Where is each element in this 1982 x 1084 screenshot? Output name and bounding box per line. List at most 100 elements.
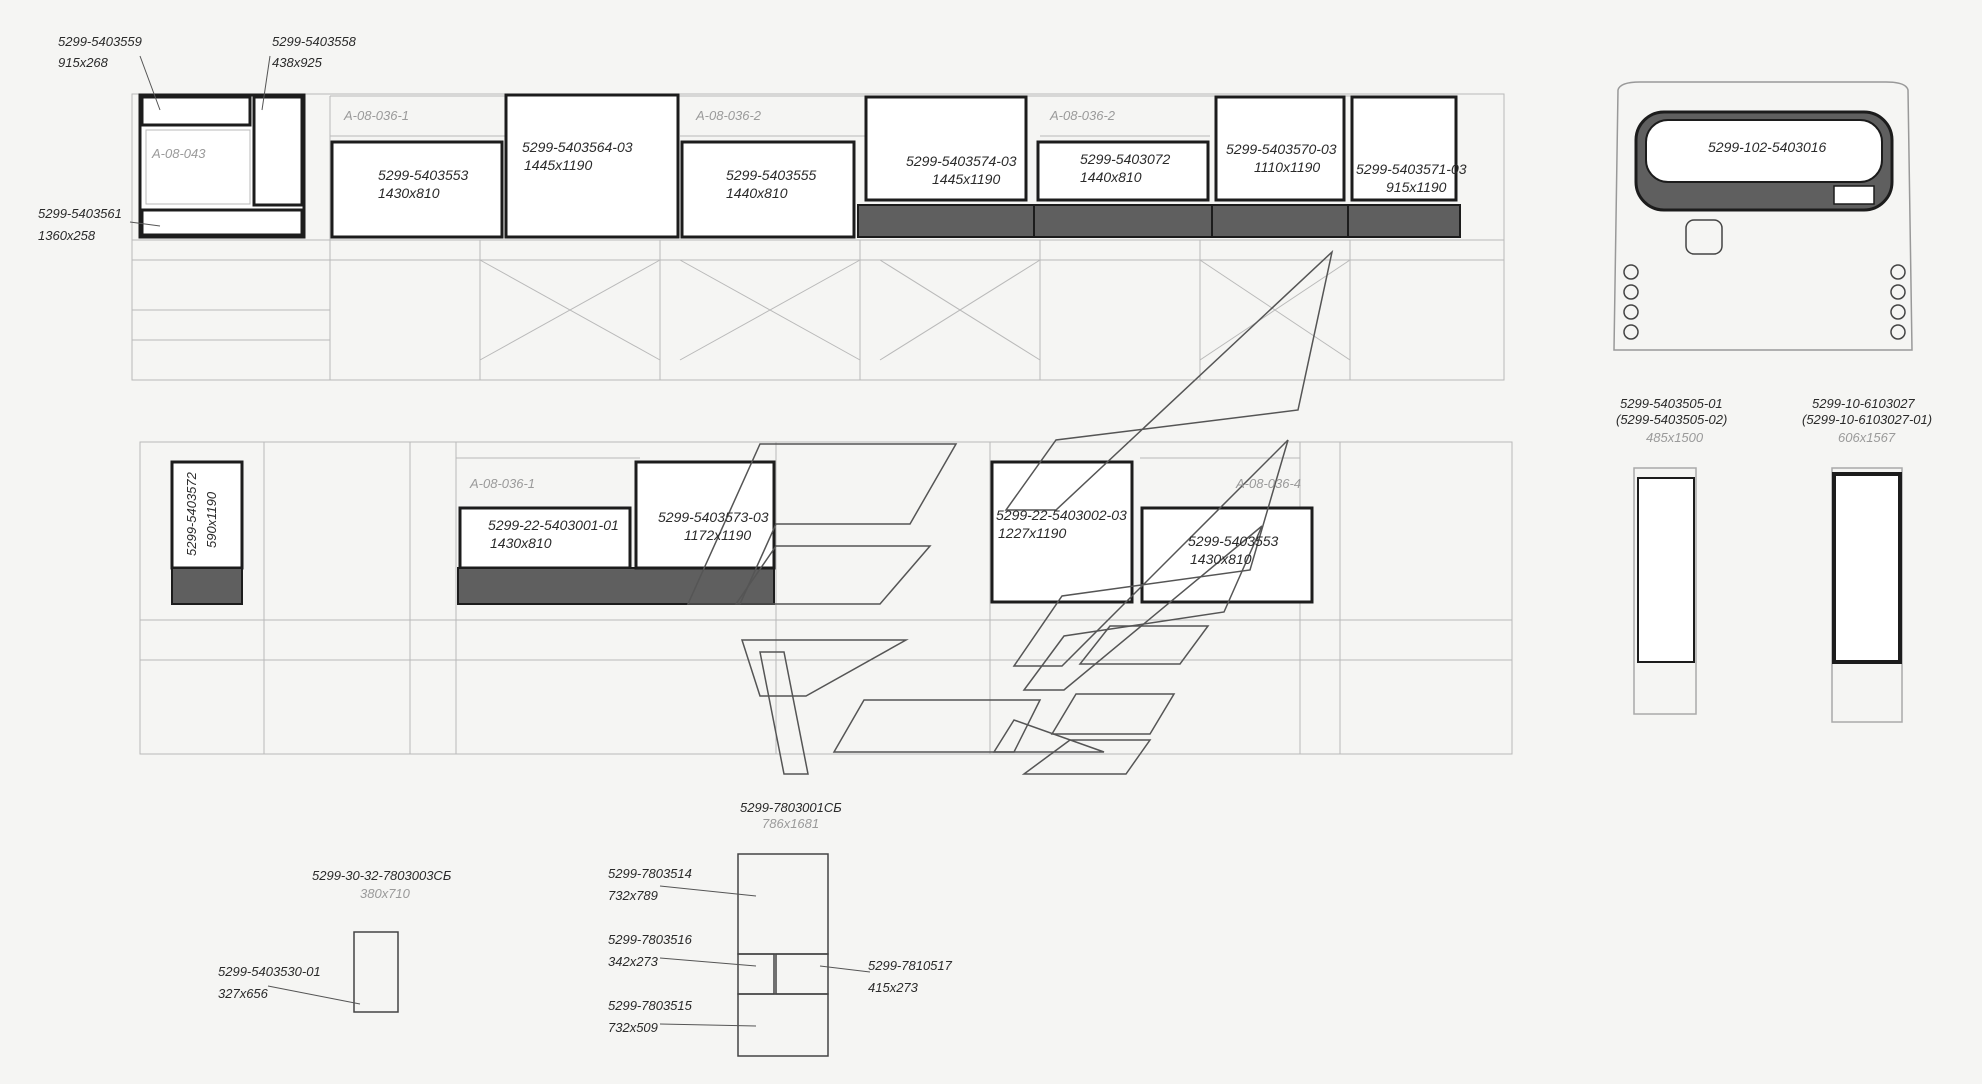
watermark-logo xyxy=(686,249,1334,775)
leader-line xyxy=(659,1023,757,1027)
leader-line xyxy=(267,985,361,1005)
label-5403564-code: 5299-5403564-03 xyxy=(522,139,633,155)
label-5403573-size: 1172x1190 xyxy=(684,527,751,543)
door-5403505-frame xyxy=(1633,467,1697,715)
label-door-6103027-code: 5299-10-6103027 xyxy=(1812,396,1915,411)
rear-view xyxy=(1613,81,1913,351)
label-a080364-bottom: А-08-036-4 xyxy=(1235,476,1301,491)
label-a080361-top: А-08-036-1 xyxy=(343,108,409,123)
label-7810517-code: 5299-7810517 xyxy=(868,958,953,973)
label-rear-5403016: 5299-102-5403016 xyxy=(1708,139,1827,155)
window-5403561 xyxy=(140,208,304,237)
label-7803515-code: 5299-7803515 xyxy=(608,998,693,1013)
label-5403564-size: 1445x1190 xyxy=(524,157,592,173)
rear-light-icon xyxy=(1890,284,1906,300)
window-5403570-lower xyxy=(1211,204,1349,238)
label-5403561-code: 5299-5403561 xyxy=(38,206,122,221)
door-window-5403505 xyxy=(1637,477,1695,663)
rear-light-icon xyxy=(1623,264,1639,280)
label-5403574-size: 1445x1190 xyxy=(932,171,1000,187)
window-5403572 xyxy=(170,460,244,570)
rear-light-icon xyxy=(1623,324,1639,340)
label-7803516-code: 5299-7803516 xyxy=(608,932,693,947)
window-5403571-lower xyxy=(1347,204,1461,238)
door-window-6103027 xyxy=(1832,472,1902,664)
label-door-6103027-size: 606x1567 xyxy=(1838,430,1896,445)
label-door-6103027-alt: (5299-10-6103027-01) xyxy=(1802,412,1932,427)
label-5403530-code: 5299-5403530-01 xyxy=(218,964,321,979)
window-7810517 xyxy=(775,953,829,995)
label-5403558-code: 5299-5403558 xyxy=(272,34,357,49)
window-5403570-03 xyxy=(1214,95,1346,202)
leader-line xyxy=(139,55,161,111)
label-door-5403505-size: 485x1500 xyxy=(1646,430,1704,445)
bottom-lower-panel-1 xyxy=(457,567,775,605)
window-5403574-03 xyxy=(864,95,1028,202)
label-5403573-code: 5299-5403573-03 xyxy=(658,509,769,525)
leader-line xyxy=(261,55,271,111)
label-5403553b-size: 1430x810 xyxy=(1190,551,1252,567)
label-a080362-top1: А-08-036-2 xyxy=(695,108,762,123)
window-5403530-01 xyxy=(353,931,399,1013)
window-5403558 xyxy=(252,95,304,207)
label-5403570-code: 5299-5403570-03 xyxy=(1226,141,1337,157)
label-door-5403505-code: 5299-5403505-01 xyxy=(1620,396,1723,411)
window-5403555 xyxy=(680,140,856,239)
label-5403558-size: 438x925 xyxy=(272,55,323,70)
label-7810517-size: 415x273 xyxy=(868,980,919,995)
rear-window-5403016 xyxy=(1645,119,1883,183)
label-5403530-size: 327x656 xyxy=(218,986,269,1001)
label-5403571-size: 915x1190 xyxy=(1386,179,1447,195)
window-5403559 xyxy=(140,95,252,127)
window-5403072 xyxy=(1036,140,1210,202)
label-5403553-size: 1430x810 xyxy=(378,185,440,201)
label-5403559-size: 915x268 xyxy=(58,55,109,70)
rear-light-icon xyxy=(1890,264,1906,280)
window-5403573-03 xyxy=(634,460,776,570)
window-7803514 xyxy=(737,853,829,955)
window-5403574-lower xyxy=(857,204,1035,238)
label-5403072-size: 1440x810 xyxy=(1080,169,1142,185)
window-5403571-03 xyxy=(1350,95,1458,202)
leader-line xyxy=(819,965,871,973)
window-7803516 xyxy=(737,953,775,995)
rear-hatch xyxy=(1685,219,1723,255)
window-5403564-03 xyxy=(504,93,680,239)
label-5403553b-code: 5299-5403553 xyxy=(1188,533,1279,549)
window-5403072-lower xyxy=(1033,204,1213,238)
label-5403572-size: 590x1190 xyxy=(204,491,219,548)
window-5403002-03 xyxy=(990,460,1134,604)
panel-a08043 xyxy=(145,129,251,205)
leader-line xyxy=(659,957,757,967)
window-5403001-01 xyxy=(458,506,632,570)
label-5403002-code: 5299-22-5403002-03 xyxy=(996,507,1127,523)
label-5403574-code: 5299-5403574-03 xyxy=(906,153,1017,169)
label-door-5403505-alt: (5299-5403505-02) xyxy=(1616,412,1727,427)
label-7803516-size: 342x273 xyxy=(608,954,659,969)
label-7803001-size: 786x1681 xyxy=(762,816,819,831)
rear-light-icon xyxy=(1623,284,1639,300)
label-7803514-code: 5299-7803514 xyxy=(608,866,692,881)
label-5403559-code: 5299-5403559 xyxy=(58,34,142,49)
label-7803515-size: 732x509 xyxy=(608,1020,658,1035)
window-5403553 xyxy=(330,140,504,239)
leader-line xyxy=(659,885,757,897)
bottom-side-frame xyxy=(139,441,1513,755)
label-5403561-size: 1360x258 xyxy=(38,228,96,243)
label-7803514-size: 732x789 xyxy=(608,888,658,903)
rear-light-icon xyxy=(1890,304,1906,320)
rear-light-icon xyxy=(1890,324,1906,340)
label-a080362-top2: А-08-036-2 xyxy=(1049,108,1116,123)
label-5403572-code: 5299-5403572 xyxy=(184,471,199,556)
label-7803003-code: 5299-30-32-7803003СБ xyxy=(312,868,452,883)
label-5403555-code: 5299-5403555 xyxy=(726,167,817,183)
label-5403553-code: 5299-5403553 xyxy=(378,167,469,183)
window-5403572-lower xyxy=(171,567,243,605)
label-a080361-bottom: А-08-036-1 xyxy=(469,476,535,491)
rear-route-display xyxy=(1833,185,1875,205)
label-7803001-code: 5299-7803001СБ xyxy=(740,800,842,815)
label-5403072-code: 5299-5403072 xyxy=(1080,151,1171,167)
label-5403555-size: 1440x810 xyxy=(726,185,788,201)
top-side-frame xyxy=(131,93,1505,381)
